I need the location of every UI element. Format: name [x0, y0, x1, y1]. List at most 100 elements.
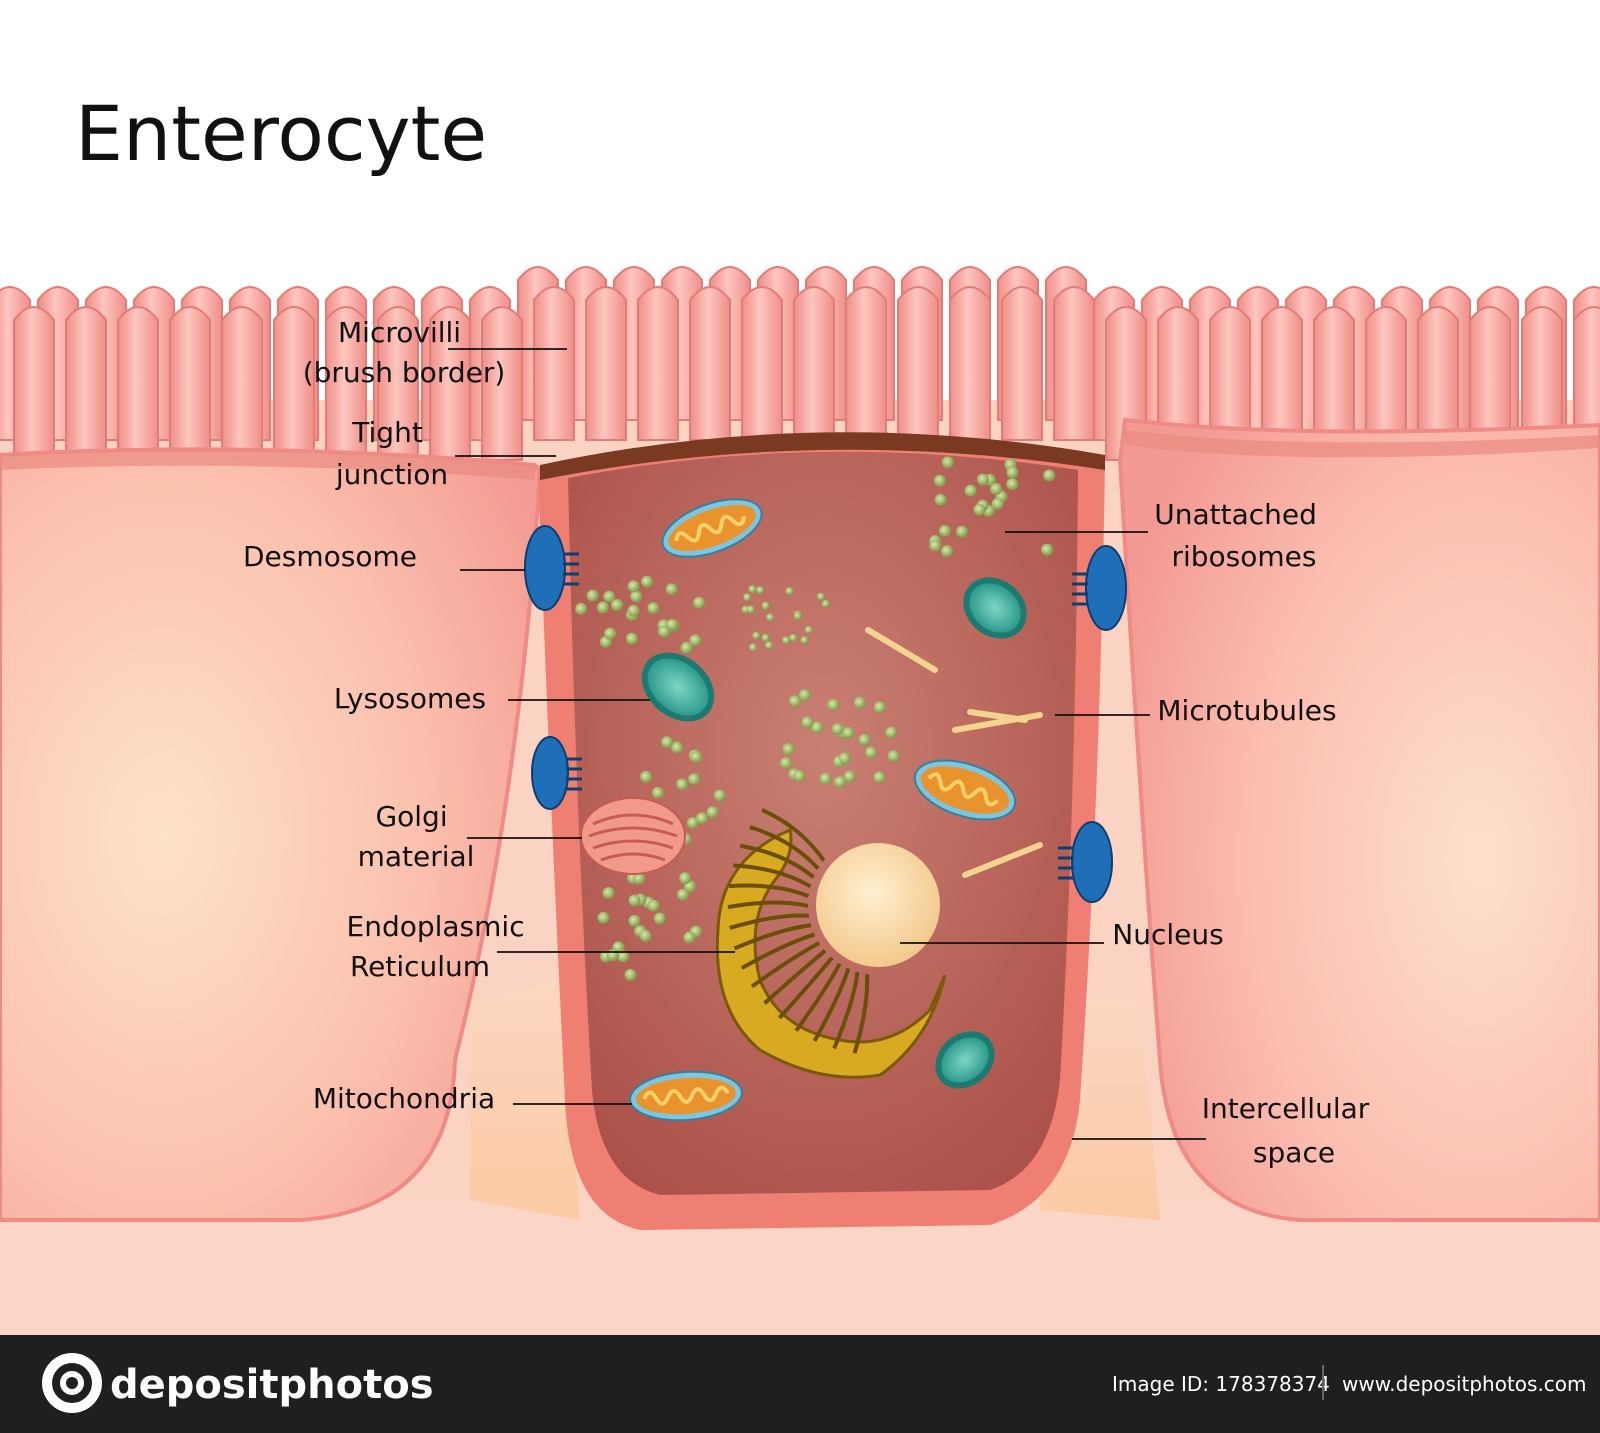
- lysosomes-group: [641, 577, 1027, 1089]
- ribosome-dot: [782, 743, 795, 756]
- microvillus: [1053, 286, 1095, 441]
- ribosome-dot: [821, 599, 830, 608]
- ribosome-dot: [641, 575, 654, 588]
- microvillus: [325, 306, 367, 461]
- image-id: Image ID: 178378374: [1112, 1372, 1330, 1396]
- ribosome-dot: [1006, 478, 1019, 491]
- lysosome-1: [641, 652, 715, 722]
- ribosome-dot: [671, 741, 684, 754]
- ribosome-dot: [713, 789, 726, 802]
- ribosome-dot: [628, 914, 641, 927]
- microvillus: [1521, 306, 1563, 461]
- microvillus: [533, 286, 575, 441]
- ribosome-dot: [873, 771, 886, 784]
- microvillus: [689, 286, 731, 441]
- ribosome-dot: [991, 497, 1004, 510]
- ribosome-dot: [689, 634, 702, 647]
- ribosome-dot: [624, 968, 637, 981]
- ribosome-dot: [929, 539, 942, 552]
- microvillus: [1313, 306, 1355, 461]
- mitochondria-group: [629, 498, 1017, 1122]
- ribosome-dot: [647, 899, 660, 912]
- ribosome-dot: [743, 593, 752, 602]
- ribosome-dot: [693, 596, 706, 609]
- ribosome-dot: [819, 772, 832, 785]
- ribosome-dot: [627, 580, 640, 593]
- ribosome-dot: [626, 632, 639, 645]
- ribosome-dot: [611, 599, 624, 612]
- right-cell: [1117, 417, 1600, 1222]
- ribosome-dot: [827, 698, 840, 711]
- ribosome-dot: [782, 636, 791, 645]
- ribosome-dot: [934, 493, 947, 506]
- ribosome-dot: [602, 886, 615, 899]
- ribosome-dot: [647, 602, 660, 615]
- lysosome-3: [935, 1031, 995, 1089]
- microvillus: [1209, 306, 1251, 461]
- ribosome-dot: [973, 503, 986, 516]
- desmosome-1: [524, 525, 579, 611]
- ribosome-dot: [761, 633, 770, 642]
- microvillus: [273, 306, 315, 461]
- ribosome-dot: [633, 872, 646, 885]
- ribosome-dot: [765, 641, 774, 650]
- ribosome-dot: [680, 641, 693, 654]
- ribosome-dot: [853, 696, 866, 709]
- ribosome-dot: [798, 689, 811, 702]
- microvillus: [1001, 286, 1043, 441]
- ribosome-dot: [597, 911, 610, 924]
- ribosome-dot: [865, 746, 878, 759]
- ribosome-dot: [834, 776, 847, 789]
- label-microvilli: Microvilli (brush border): [303, 316, 506, 389]
- ribosome-dot: [780, 757, 793, 770]
- ribosome-dot: [804, 625, 813, 634]
- microtubule-1: [865, 627, 938, 673]
- right-cell-top-band: [1125, 430, 1600, 458]
- microvillus: [117, 306, 159, 461]
- ribosome-dot: [756, 586, 765, 595]
- ribosome-dot: [683, 931, 696, 944]
- microvillus: [1261, 306, 1303, 461]
- ribosome-dot: [811, 721, 824, 734]
- ribosome-dot: [586, 589, 599, 602]
- footer-bar: depositphotos Image ID: 178378374 www.de…: [0, 1335, 1600, 1433]
- ribosome-dot: [801, 716, 814, 729]
- ribosome-dot: [665, 583, 678, 596]
- ribosome-dot: [652, 786, 665, 799]
- microvillus: [637, 286, 679, 441]
- ribosome-dot: [604, 627, 617, 640]
- brand-name: depositphotos: [110, 1362, 434, 1408]
- microvillus: [949, 286, 991, 441]
- ribosome-dot: [748, 585, 757, 594]
- desmosome-4: [1058, 821, 1113, 903]
- ribosome-dot: [617, 950, 630, 963]
- desmosome-3: [1072, 545, 1127, 631]
- ribosome-clusters: [575, 456, 1056, 981]
- mitochondrion-1: [661, 498, 763, 558]
- ribosome-dot: [746, 605, 755, 614]
- label-microtubules: Microtubules: [1157, 694, 1336, 727]
- ribosome-dot: [749, 643, 758, 652]
- endoplasmic-reticulum: [715, 808, 947, 1079]
- label-nucleus: Nucleus: [1112, 918, 1223, 951]
- microvillus: [897, 286, 939, 441]
- microtubule-4: [962, 842, 1043, 878]
- ribosome-dot: [941, 545, 954, 558]
- ribosome-dot: [990, 482, 1003, 495]
- label-golgi: Golgi material: [358, 800, 475, 873]
- ribosome-dot: [690, 750, 703, 763]
- microtubules-group: [865, 627, 1043, 878]
- ribosome-dot: [677, 888, 690, 901]
- ribosome-dot: [628, 894, 641, 907]
- ribosome-dot: [788, 695, 801, 708]
- desmosome-group: [524, 525, 1127, 903]
- ribosome-dot: [640, 770, 653, 783]
- ribosome-dot: [934, 474, 947, 487]
- microvillus: [845, 286, 887, 441]
- ribosome-dot: [603, 590, 616, 603]
- ribosome-dot: [816, 592, 825, 601]
- ribosome-dot: [793, 612, 802, 621]
- label-lysosomes: Lysosomes: [334, 682, 486, 715]
